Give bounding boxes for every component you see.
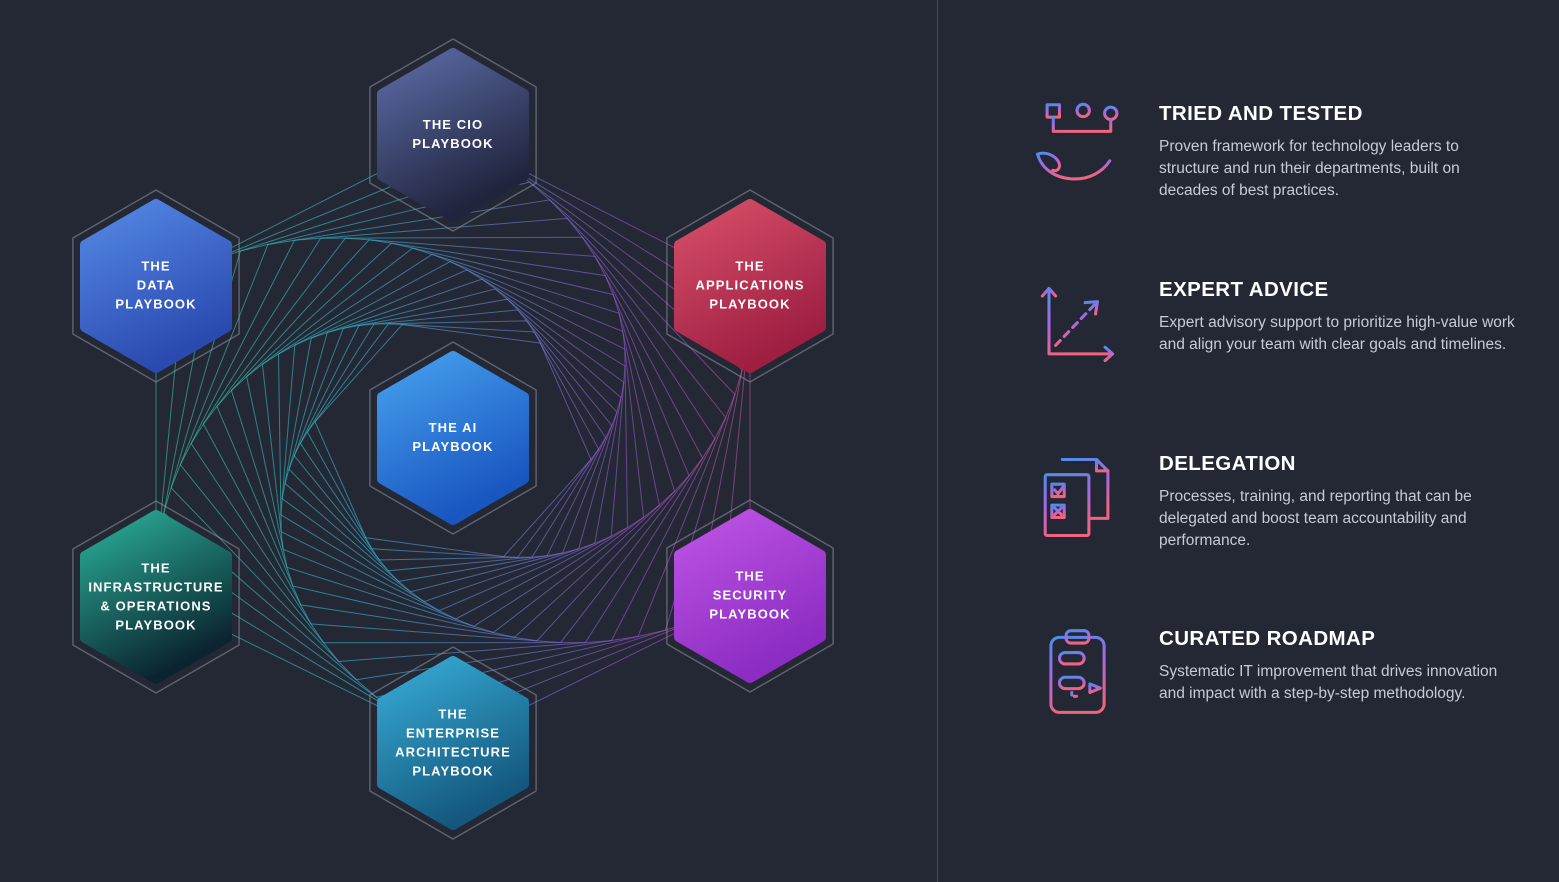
- feature-title: CURATED ROADMAP: [1159, 627, 1376, 650]
- checklist-documents-icon: [1043, 457, 1110, 538]
- hexagon-data: [72, 189, 240, 383]
- feature-tried-and-tested: TRIED AND TESTED Proven framework for te…: [1030, 100, 1515, 202]
- hexagon-cio: [369, 38, 537, 232]
- hexagon-applications: [666, 189, 834, 383]
- roadmap-clipboard-icon: [1049, 629, 1106, 714]
- connection-web: [155, 134, 751, 744]
- features-panel: TRIED AND TESTED Proven framework for te…: [1030, 0, 1550, 882]
- hexagon-enterprise_architecture: [369, 646, 537, 840]
- hexagon-infrastructure: [72, 500, 240, 694]
- growth-chart-icon: [1040, 286, 1115, 363]
- feature-description: Systematic IT improvement that drives in…: [1159, 663, 1498, 703]
- feature-title: EXPERT ADVICE: [1159, 278, 1329, 301]
- hexagon-web-graphic: [72, 38, 834, 840]
- feature-title: DELEGATION: [1159, 452, 1296, 475]
- feature-expert-advice: EXPERT ADVICE Expert advisory support to…: [1030, 276, 1515, 371]
- hand-hierarchy-icon: [1036, 102, 1119, 181]
- feature-description: Expert advisory support to prioritize hi…: [1159, 314, 1515, 354]
- feature-curated-roadmap: CURATED ROADMAP Systematic IT improvemen…: [1030, 625, 1515, 720]
- feature-title: TRIED AND TESTED: [1159, 102, 1363, 125]
- feature-delegation: DELEGATION Processes, training, and repo…: [1030, 450, 1515, 552]
- feature-description: Processes, training, and reporting that …: [1159, 488, 1472, 550]
- feature-description: Proven framework for technology leaders …: [1159, 138, 1460, 200]
- hexagon-security: [666, 499, 834, 693]
- vertical-divider: [937, 0, 938, 882]
- hexagon-ai: [369, 341, 537, 535]
